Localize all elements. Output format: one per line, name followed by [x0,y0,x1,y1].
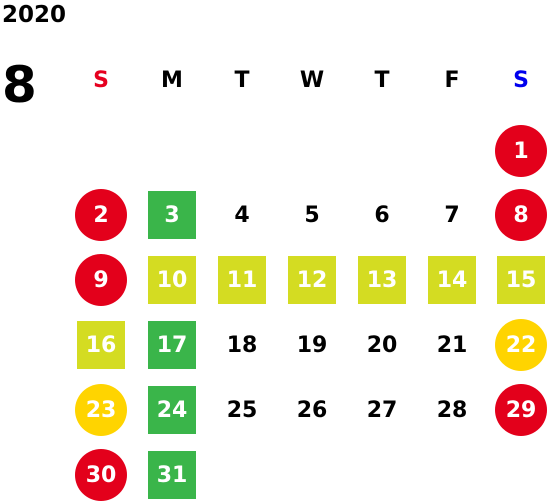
weekday-thursday: T [374,68,390,93]
day-cell-1[interactable]: 1 [495,125,547,177]
day-cell-14[interactable]: 14 [428,256,476,304]
day-cell-21[interactable]: 21 [436,332,468,358]
day-cell-4[interactable]: 4 [234,202,250,228]
day-cell-26[interactable]: 26 [296,397,328,423]
day-cell-18[interactable]: 18 [226,332,258,358]
day-cell-31[interactable]: 31 [148,451,196,499]
day-cell-16[interactable]: 16 [77,321,125,369]
day-cell-2[interactable]: 2 [75,189,127,241]
day-cell-28[interactable]: 28 [436,397,468,423]
year-label: 2020 [2,2,67,28]
day-cell-13[interactable]: 13 [358,256,406,304]
day-cell-27[interactable]: 27 [366,397,398,423]
weekday-monday: M [161,68,183,93]
day-cell-15[interactable]: 15 [497,256,545,304]
day-cell-19[interactable]: 19 [296,332,328,358]
day-cell-25[interactable]: 25 [226,397,258,423]
day-cell-20[interactable]: 20 [366,332,398,358]
day-cell-7[interactable]: 7 [444,202,460,228]
weekday-wednesday: W [299,68,325,93]
month-label: 8 [2,56,37,114]
day-cell-8[interactable]: 8 [495,189,547,241]
weekday-sunday: S [93,68,109,93]
day-cell-3[interactable]: 3 [148,191,196,239]
weekday-saturday: S [513,68,529,93]
day-cell-12[interactable]: 12 [288,256,336,304]
weekday-tuesday: T [234,68,250,93]
day-cell-11[interactable]: 11 [218,256,266,304]
day-cell-23[interactable]: 23 [75,384,127,436]
day-cell-29[interactable]: 29 [495,384,547,436]
day-cell-22[interactable]: 22 [495,319,547,371]
day-cell-6[interactable]: 6 [374,202,390,228]
day-cell-30[interactable]: 30 [75,449,127,501]
day-cell-5[interactable]: 5 [304,202,320,228]
day-cell-24[interactable]: 24 [148,386,196,434]
day-cell-17[interactable]: 17 [148,321,196,369]
weekday-friday: F [444,68,460,93]
day-cell-10[interactable]: 10 [148,256,196,304]
day-cell-9[interactable]: 9 [75,254,127,306]
